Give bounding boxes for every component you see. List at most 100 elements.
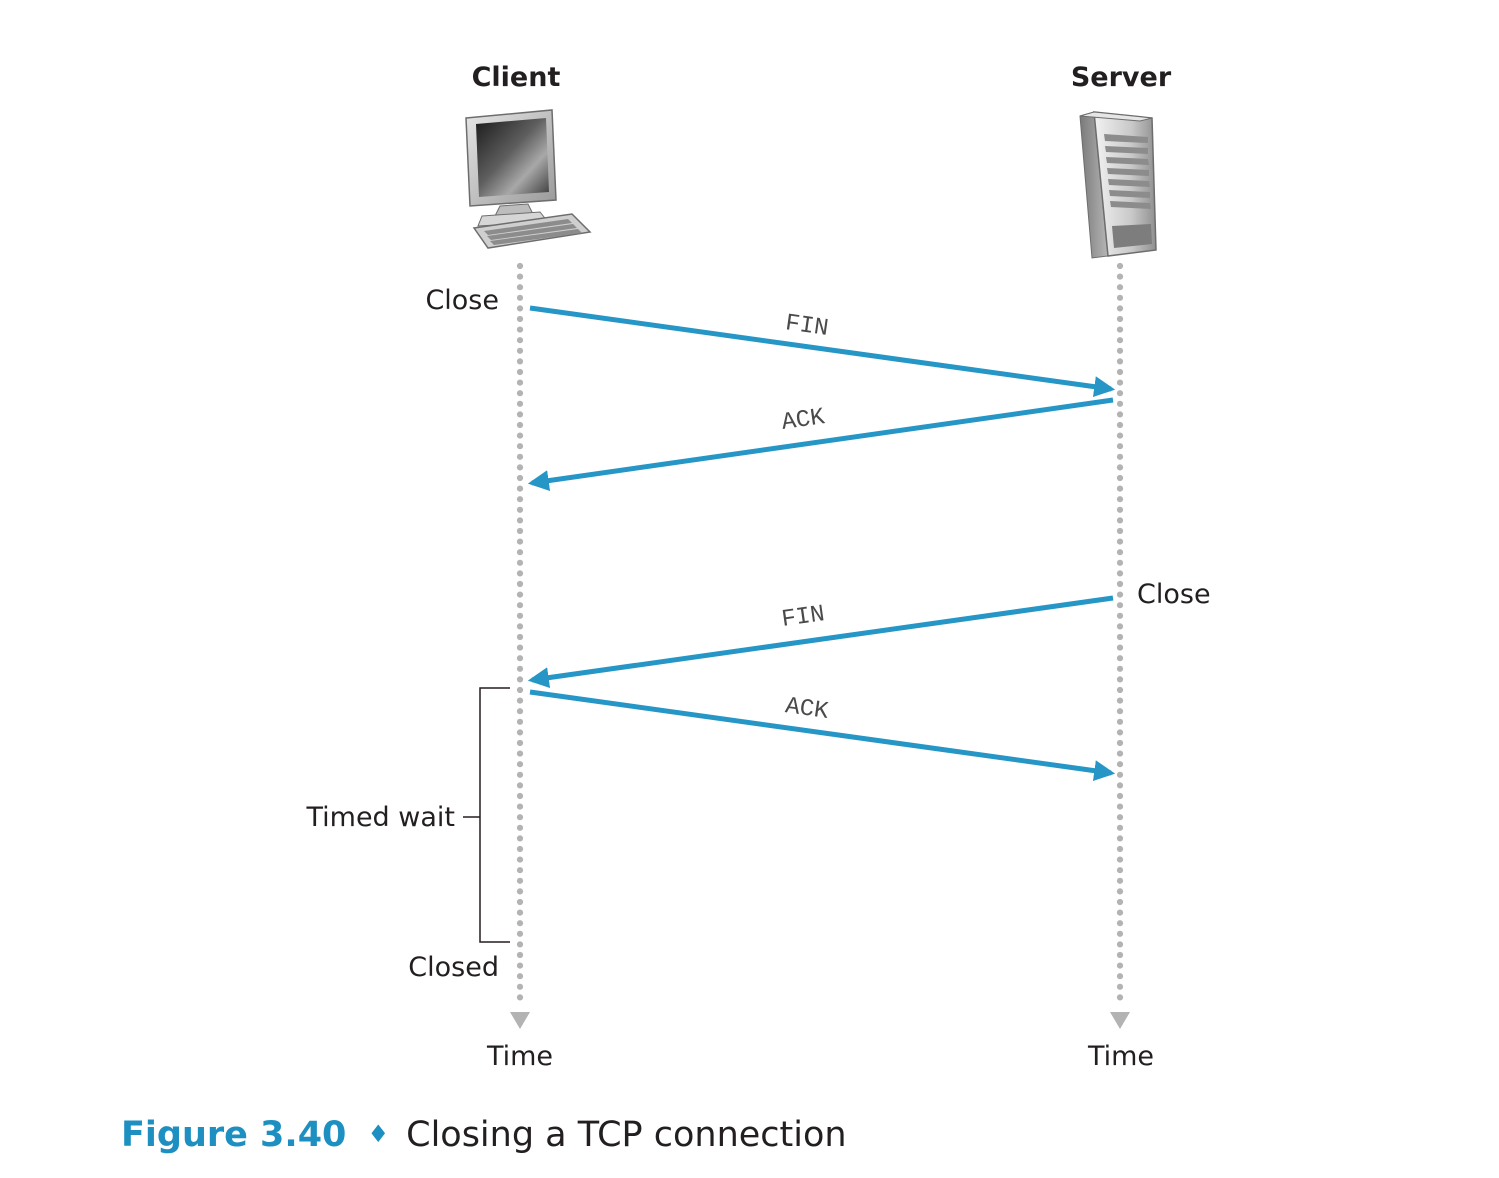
server-tower-icon	[1079, 111, 1157, 259]
timeline-dot	[516, 930, 524, 937]
timeline-dot	[516, 655, 524, 662]
timeline-dot	[1116, 347, 1124, 354]
timeline-dot	[516, 411, 524, 418]
timeline-dot	[1116, 845, 1124, 853]
timeline-dot	[516, 623, 524, 630]
timeline-dot	[1116, 697, 1124, 704]
caption-text: Closing a TCP connection	[406, 1115, 846, 1155]
fin-arrow-client-to-server	[529, 305, 1116, 398]
timeline-dot	[1116, 973, 1124, 980]
timeline-dot	[1116, 856, 1124, 863]
timeline-dot	[516, 909, 524, 916]
timeline-dot	[516, 676, 524, 683]
timeline-dot	[516, 421, 524, 429]
timeline-dot	[516, 750, 524, 757]
timeline-dot	[1116, 708, 1124, 715]
timeline-dot	[516, 294, 524, 301]
timeline-dot	[516, 994, 524, 1001]
timeline-dot	[1116, 612, 1124, 619]
timeline-dot	[516, 368, 524, 376]
timeline-dot	[516, 464, 524, 471]
timeline-dot	[1116, 527, 1124, 535]
timeline-dot	[516, 358, 524, 365]
timeline-dot	[516, 771, 524, 778]
timeline-dot	[516, 379, 524, 386]
timeline-dot	[1116, 549, 1124, 556]
timeline-dot	[1116, 729, 1124, 736]
timeline-dot	[1116, 453, 1124, 460]
timeline-dot	[516, 305, 524, 312]
timeline-dot	[516, 835, 524, 842]
timeline-dot	[1116, 474, 1124, 482]
timeline-dot	[516, 443, 524, 450]
timeline-dot	[1116, 930, 1124, 937]
client-label: Client	[472, 62, 561, 93]
timeline-dot	[516, 824, 524, 831]
timeline-dot	[516, 591, 524, 598]
timeline-dot	[516, 337, 524, 344]
client-timeline-arrowhead	[510, 1012, 530, 1029]
timeline-dot	[1116, 718, 1124, 725]
timeline-dot	[516, 782, 524, 789]
timeline-dot	[1116, 591, 1124, 598]
timeline-dot	[516, 867, 524, 874]
timeline-dot	[1116, 432, 1124, 439]
timeline-dot	[516, 400, 524, 407]
timeline-dot	[516, 856, 524, 863]
timeline-dot	[1116, 315, 1124, 323]
timeline-dot	[516, 644, 524, 651]
timeline-dot	[1116, 496, 1124, 503]
timeline-dot	[1116, 909, 1124, 916]
timeline-dot	[516, 973, 524, 980]
message-label: ACK	[783, 693, 830, 726]
timeline-dot	[516, 432, 524, 439]
timeline-dot	[516, 729, 524, 736]
timeline-dot	[516, 792, 524, 800]
timeline-dot	[516, 580, 524, 588]
server-label: Server	[1071, 62, 1172, 93]
timeline-dot	[516, 347, 524, 354]
timeline-dot	[1116, 877, 1124, 884]
timeline-dot	[1116, 273, 1124, 280]
timeline-dot	[516, 453, 524, 460]
timeline-dot	[1116, 655, 1124, 662]
timed-wait-label: Timed wait	[305, 802, 455, 833]
desktop-computer-icon	[465, 109, 592, 249]
timeline-dot	[516, 888, 524, 895]
timeline-dot	[1116, 835, 1124, 842]
timeline-dot	[1116, 750, 1124, 757]
timeline-dot	[516, 506, 524, 513]
message-label: FIN	[783, 310, 830, 343]
timeline-dot	[1116, 633, 1124, 641]
timeline-dot	[1116, 485, 1124, 492]
timeline-dot	[516, 602, 524, 609]
timeline-dot	[1116, 824, 1124, 831]
timeline-dot	[1116, 739, 1124, 747]
timeline-dot	[516, 612, 524, 619]
timeline-dot	[1116, 337, 1124, 344]
timeline-dot	[1116, 644, 1124, 651]
timeline-dot	[516, 983, 524, 990]
timeline-dot	[1116, 400, 1124, 407]
client-timeline	[516, 262, 524, 1001]
server-close-label: Close	[1137, 579, 1211, 610]
timeline-dot	[1116, 782, 1124, 789]
timeline-dot	[1116, 358, 1124, 365]
timeline-dot	[1116, 570, 1124, 577]
timeline-dot	[1116, 983, 1124, 990]
timeline-dot	[516, 570, 524, 577]
timeline-dot	[1116, 580, 1124, 588]
timeline-dot	[516, 474, 524, 482]
timeline-dot	[516, 708, 524, 715]
timeline-dot	[1116, 951, 1124, 959]
timeline-dot	[516, 951, 524, 959]
timeline-dot	[516, 315, 524, 323]
timeline-dot	[516, 485, 524, 492]
timeline-dot	[516, 665, 524, 672]
timeline-dot	[516, 845, 524, 853]
timeline-dot	[1116, 941, 1124, 948]
timeline-dot	[1116, 538, 1124, 545]
timeline-dot	[516, 814, 524, 821]
timeline-dot	[516, 326, 524, 333]
timeline-dot	[1116, 623, 1124, 630]
